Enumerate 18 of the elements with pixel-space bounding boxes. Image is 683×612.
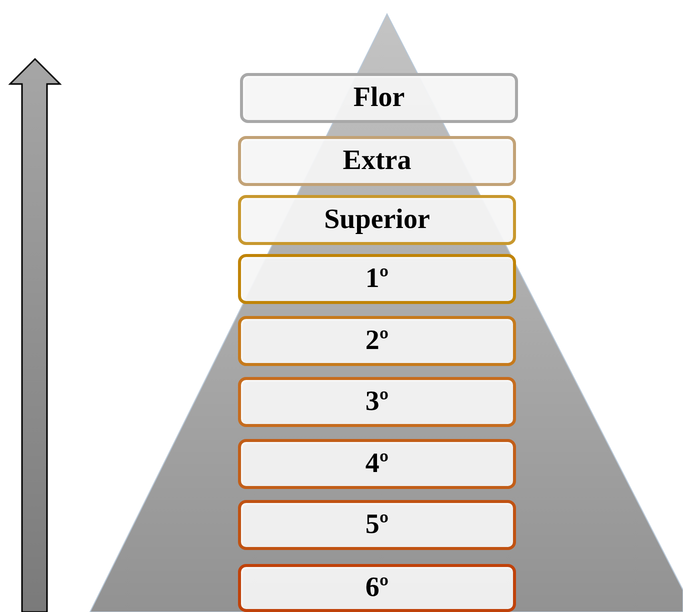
level-box bbox=[238, 136, 516, 186]
level-label: 3º bbox=[365, 386, 389, 418]
level-box bbox=[238, 195, 516, 245]
level-label: 1º bbox=[365, 263, 389, 295]
level-label: Superior bbox=[324, 204, 430, 236]
level-label: 6º bbox=[365, 572, 389, 604]
level-box bbox=[238, 439, 516, 489]
level-box bbox=[238, 254, 516, 304]
level-box bbox=[238, 564, 516, 612]
level-box bbox=[238, 377, 516, 427]
level-label: 5º bbox=[365, 509, 389, 541]
level-box bbox=[240, 73, 518, 123]
level-label: 4º bbox=[365, 448, 389, 480]
level-box bbox=[238, 316, 516, 366]
level-label: Extra bbox=[342, 145, 412, 177]
level-label: 2º bbox=[365, 325, 389, 357]
level-label: Flor bbox=[353, 82, 405, 114]
level-box bbox=[238, 500, 516, 550]
